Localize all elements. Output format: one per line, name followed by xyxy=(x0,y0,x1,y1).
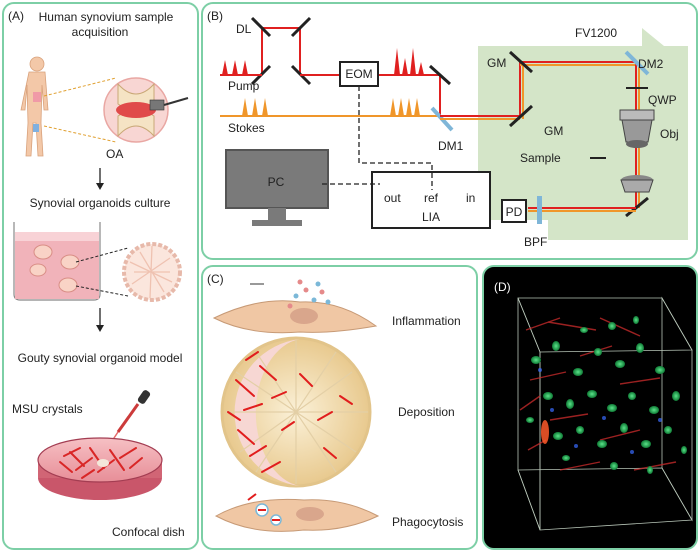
qwp-label: QWP xyxy=(648,93,677,107)
phagocytosis-label: Phagocytosis xyxy=(392,515,463,529)
dl-mirror-2 xyxy=(290,16,312,38)
bpf-filter xyxy=(537,196,542,224)
eom-ref-signal xyxy=(358,86,433,190)
panel-c-content: (C) Inflammation xyxy=(207,272,463,532)
zoom-line-well-bottom xyxy=(75,285,129,297)
panel-d-content: (D) xyxy=(494,280,693,531)
arrowhead-step2 xyxy=(96,325,104,332)
panel-d-label: (D) xyxy=(494,280,511,294)
gm-label-bottom: GM xyxy=(544,124,563,138)
panel-c-label: (C) xyxy=(207,272,224,286)
panel-a-label: (A) xyxy=(8,9,24,23)
organoid-zoom xyxy=(122,242,182,302)
eom-label: EOM xyxy=(345,67,372,81)
pump-label: Pump xyxy=(228,79,260,93)
objective-lens xyxy=(619,109,655,148)
pump-mirror xyxy=(428,64,452,86)
lia-box xyxy=(371,171,491,229)
lia-ref-label: ref xyxy=(424,191,439,205)
pd-label: PD xyxy=(506,205,523,219)
gm-mirror-bottom xyxy=(508,104,534,128)
gm-label-top: GM xyxy=(487,56,506,70)
sample-label: Sample xyxy=(520,151,561,165)
knee-highlight xyxy=(33,92,41,102)
bpf-label: BPF xyxy=(524,235,547,249)
step2-title: Synovial organoids culture xyxy=(30,196,171,210)
lia-label: LIA xyxy=(422,210,440,224)
msu-label: MSU crystals xyxy=(12,402,83,416)
dropper-icon xyxy=(111,390,151,442)
arrowhead-step1 xyxy=(96,183,104,190)
obj-label: Obj xyxy=(660,127,679,141)
pd-box xyxy=(501,199,527,223)
step3-title: Gouty synovial organoid model xyxy=(18,351,183,365)
blue-signal-spots xyxy=(538,368,662,454)
zoom-line-bottom xyxy=(43,125,117,143)
red-signal-crystals xyxy=(519,317,677,471)
knee-joint-illustration xyxy=(103,77,189,143)
green-cell-nuclei xyxy=(526,316,687,474)
bright-crystal-spot xyxy=(541,420,549,444)
lia-out-label: out xyxy=(384,191,401,205)
pump-pulses-out xyxy=(394,48,424,75)
condenser-lens xyxy=(620,175,654,193)
panel-b-label: (B) xyxy=(207,9,223,23)
confocal-dish xyxy=(37,437,163,500)
detection-mirror xyxy=(625,196,649,218)
lia-in-label: in xyxy=(466,191,475,205)
stokes-pulses-in xyxy=(242,98,268,116)
inflammation-cell xyxy=(212,300,378,334)
zoom-line-well-top xyxy=(75,247,129,263)
dl-label: DL xyxy=(236,22,252,36)
pc-label: PC xyxy=(268,175,285,189)
zoom-line-top xyxy=(43,77,117,97)
step1-title-line1: Human synovium sample xyxy=(39,10,174,24)
dl-mirror-1 xyxy=(250,16,272,38)
dish-label: Confocal dish xyxy=(112,525,185,539)
gm-mirror-top xyxy=(508,50,534,74)
deposition-organoid xyxy=(220,336,372,488)
oa-label: OA xyxy=(106,147,123,161)
culture-well xyxy=(13,222,101,301)
stokes-label: Stokes xyxy=(228,121,265,135)
step1-title-line2: acquisition xyxy=(72,25,129,39)
pump-pulses-in xyxy=(222,60,248,75)
dm2-mirror xyxy=(624,50,650,76)
dm2-label: DM2 xyxy=(638,57,664,71)
panel-a-content: (A) Human synovium sample acquisition OA… xyxy=(8,9,189,539)
panel-b-content: (B) FV1200 DL Pump EOM xyxy=(207,9,688,249)
pc-monitor xyxy=(225,149,329,226)
fv1200-label: FV1200 xyxy=(575,26,617,40)
knee-marker xyxy=(33,124,39,132)
delay-line-beam xyxy=(261,27,301,75)
dm1-label: DM1 xyxy=(438,139,464,153)
human-body-icon xyxy=(20,56,49,157)
inflammation-cytokines xyxy=(287,279,331,309)
inflammation-label: Inflammation xyxy=(392,314,461,328)
volume-bounding-box xyxy=(517,296,693,531)
deposition-label: Deposition xyxy=(398,405,455,419)
phagocytosis-cell xyxy=(214,493,380,532)
stokes-pulses-mid xyxy=(390,98,420,116)
